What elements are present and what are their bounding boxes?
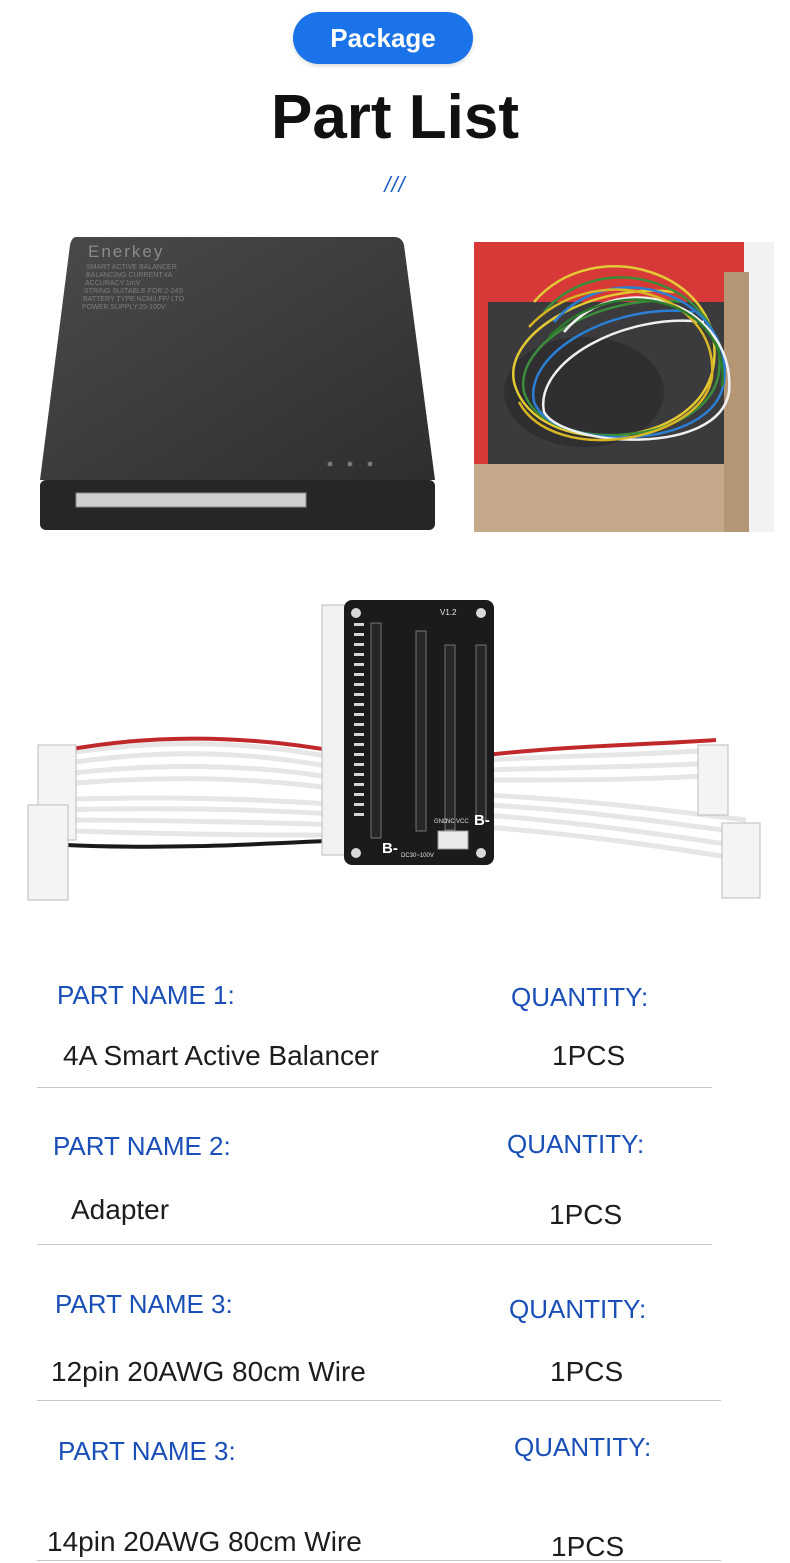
- row-divider: [37, 1087, 712, 1088]
- adapter-power-label: DC30~100V: [401, 853, 434, 859]
- part-4-qty-label: QUANTITY:: [514, 1432, 652, 1462]
- balancer-spec-line: STRING SUITABLE FOR:2-24S: [84, 288, 183, 295]
- page-title: Part List: [270, 83, 520, 152]
- packaged-box-photo: [474, 242, 774, 532]
- balancer-spec-line: BATTERY TYPE:NCM/LFP/ LTO: [83, 296, 185, 303]
- row-divider: [37, 1244, 712, 1245]
- adapter-pin-label: NC: [446, 819, 455, 825]
- adapter-b-minus-right: B-: [474, 812, 490, 829]
- part-3-qty-label: QUANTITY:: [509, 1294, 647, 1324]
- adapter-pin-label: VCC: [456, 819, 469, 825]
- balancer-spec-line: SMART ACTIVE BALANCER: [86, 264, 177, 271]
- package-badge: Package: [293, 12, 473, 64]
- part-2-name-label: PART NAME 2:: [53, 1131, 231, 1161]
- part-3-name-label: PART NAME 3:: [55, 1289, 233, 1319]
- part-4-name-label: PART NAME 3:: [58, 1436, 236, 1466]
- part-1-name-label: PART NAME 1:: [57, 980, 235, 1010]
- part-3-name: 12pin 20AWG 80cm Wire: [51, 1356, 366, 1387]
- part-4-qty: 1PCS: [551, 1531, 625, 1562]
- part-1-qty-label: QUANTITY:: [511, 982, 649, 1012]
- adapter-pin-label: GND: [434, 819, 448, 825]
- balancer-spec-line: ACCURACY:1mV: [85, 280, 141, 287]
- row-divider: [37, 1560, 721, 1561]
- part-2-qty: 1PCS: [549, 1199, 623, 1230]
- part-4-name: 14pin 20AWG 80cm Wire: [47, 1526, 362, 1557]
- balancer-brand: Enerkey: [88, 242, 164, 261]
- adapter-version: V1.2: [440, 608, 457, 617]
- title-decoration: ///: [384, 172, 406, 197]
- adapter-b-minus-left: B-: [382, 840, 398, 857]
- balancer-spec-line: BALANCING CURRENT:4A: [86, 272, 173, 279]
- part-2-qty-label: QUANTITY:: [507, 1129, 645, 1159]
- row-divider: [37, 1400, 721, 1401]
- adapter-photo: V1.2 B- B- DC30~100V GND NC VCC: [27, 600, 761, 901]
- balancer-photo: Enerkey SMART ACTIVE BALANCER BALANCING …: [40, 237, 435, 530]
- part-1-qty: 1PCS: [552, 1040, 626, 1071]
- part-1-name: 4A Smart Active Balancer: [63, 1040, 379, 1071]
- part-3-qty: 1PCS: [550, 1356, 624, 1387]
- part-2-name: Adapter: [71, 1194, 170, 1225]
- balancer-spec-line: POWER SUPPLY:25-100V: [82, 304, 166, 311]
